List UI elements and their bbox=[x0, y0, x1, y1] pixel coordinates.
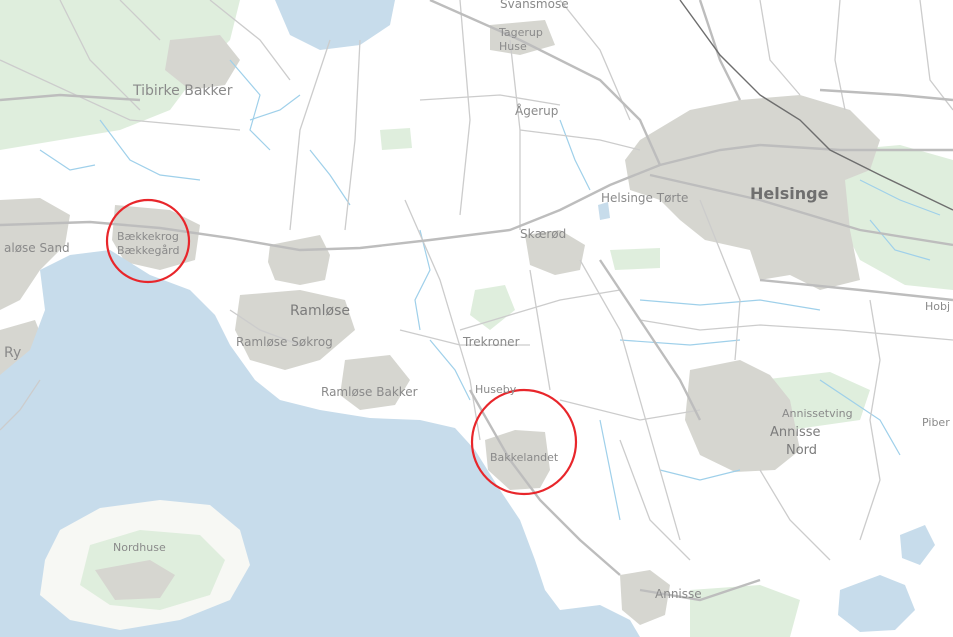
label-piber: Piber bbox=[922, 416, 950, 429]
railway bbox=[679, 0, 953, 211]
label-ry: Ry bbox=[4, 345, 22, 361]
label-baekkegard: Bækkegård bbox=[117, 244, 180, 257]
label-annisse-nord-1: Annisse bbox=[770, 425, 821, 440]
label-annissetving: Annissetving bbox=[782, 407, 853, 420]
highlight-circle-bakkelandet bbox=[470, 388, 578, 496]
label-trekroner: Trekroner bbox=[463, 335, 520, 349]
label-annisse: Annisse bbox=[655, 587, 702, 601]
streams bbox=[39, 59, 941, 521]
minor-roads bbox=[0, 0, 953, 561]
label-nordhuse: Nordhuse bbox=[113, 541, 166, 554]
label-ramlose: Ramløse bbox=[290, 303, 350, 319]
label-tibirke-bakker: Tibirke Bakker bbox=[133, 83, 233, 99]
major-roads bbox=[0, 0, 953, 602]
label-skaerod: Skærød bbox=[520, 227, 567, 241]
label-annisse-nord-2: Nord bbox=[786, 443, 818, 458]
label-helsinge-torte: Helsinge Tørte bbox=[601, 191, 689, 205]
label-svansmose: Svansmose bbox=[500, 0, 569, 11]
label-agerup: Ågerup bbox=[515, 104, 559, 118]
label-ramlose-bakker: Ramløse Bakker bbox=[321, 385, 418, 399]
label-ramlose-sand: aløse Sand bbox=[4, 241, 70, 255]
label-tagerup: Tagerup Huse bbox=[499, 26, 543, 53]
label-hobj: Hobj bbox=[925, 300, 951, 313]
label-bakkelandet: Bakkelandet bbox=[490, 451, 559, 464]
highlight-circles bbox=[105, 198, 578, 496]
label-huseby: Huseby bbox=[475, 383, 517, 396]
label-baekkekrog: Bækkekrog bbox=[117, 230, 179, 243]
label-helsinge: Helsinge bbox=[750, 184, 829, 203]
highlight-circle-baekkekrog bbox=[105, 198, 191, 284]
label-ramlose-sokrog: Ramløse Søkrog bbox=[236, 335, 333, 349]
